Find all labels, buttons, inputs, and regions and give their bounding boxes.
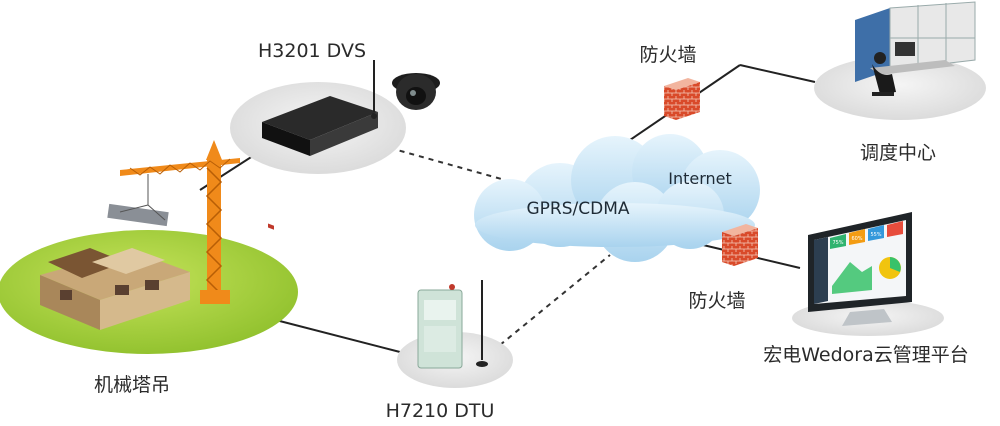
label-dtu: H7210 DTU — [385, 400, 495, 422]
label-firewall-top: 防火墙 — [639, 44, 697, 66]
firewall-bottom-icon — [722, 224, 758, 266]
dtu-device-illustration — [397, 280, 513, 388]
label-dispatch-center: 调度中心 — [859, 142, 937, 164]
crane-site-illustration — [0, 140, 298, 354]
dvs-device-illustration — [230, 60, 440, 230]
link-firewall-dispatch-2 — [739, 64, 816, 83]
platform-monitor-illustration — [792, 212, 944, 336]
dashboard-tile-value: 55% — [870, 232, 881, 238]
link-dvs-cloud-wireless — [389, 147, 506, 181]
dome-camera — [392, 73, 440, 110]
label-firewall-bottom: 防火墙 — [688, 290, 746, 312]
dashboard-tile-value: 75% — [832, 240, 843, 246]
cloud-label-internet: Internet — [668, 169, 732, 188]
building-under-construction — [40, 248, 190, 330]
label-platform: 宏电Wedora云管理平台 — [763, 344, 969, 366]
tower-crane — [107, 140, 240, 304]
label-dvs: H3201 DVS — [257, 40, 367, 62]
link-crane-dtu — [267, 317, 401, 353]
dashboard-tile-value: 60% — [851, 236, 862, 242]
dispatch-center-illustration — [814, 1, 986, 120]
label-crane: 机械塔吊 — [93, 374, 171, 396]
cloud-label-gprs: GPRS/CDMA — [526, 199, 629, 219]
firewall-top-icon — [664, 78, 700, 120]
network-cloud — [474, 134, 760, 262]
link-dtu-cloud-wireless — [499, 254, 611, 346]
